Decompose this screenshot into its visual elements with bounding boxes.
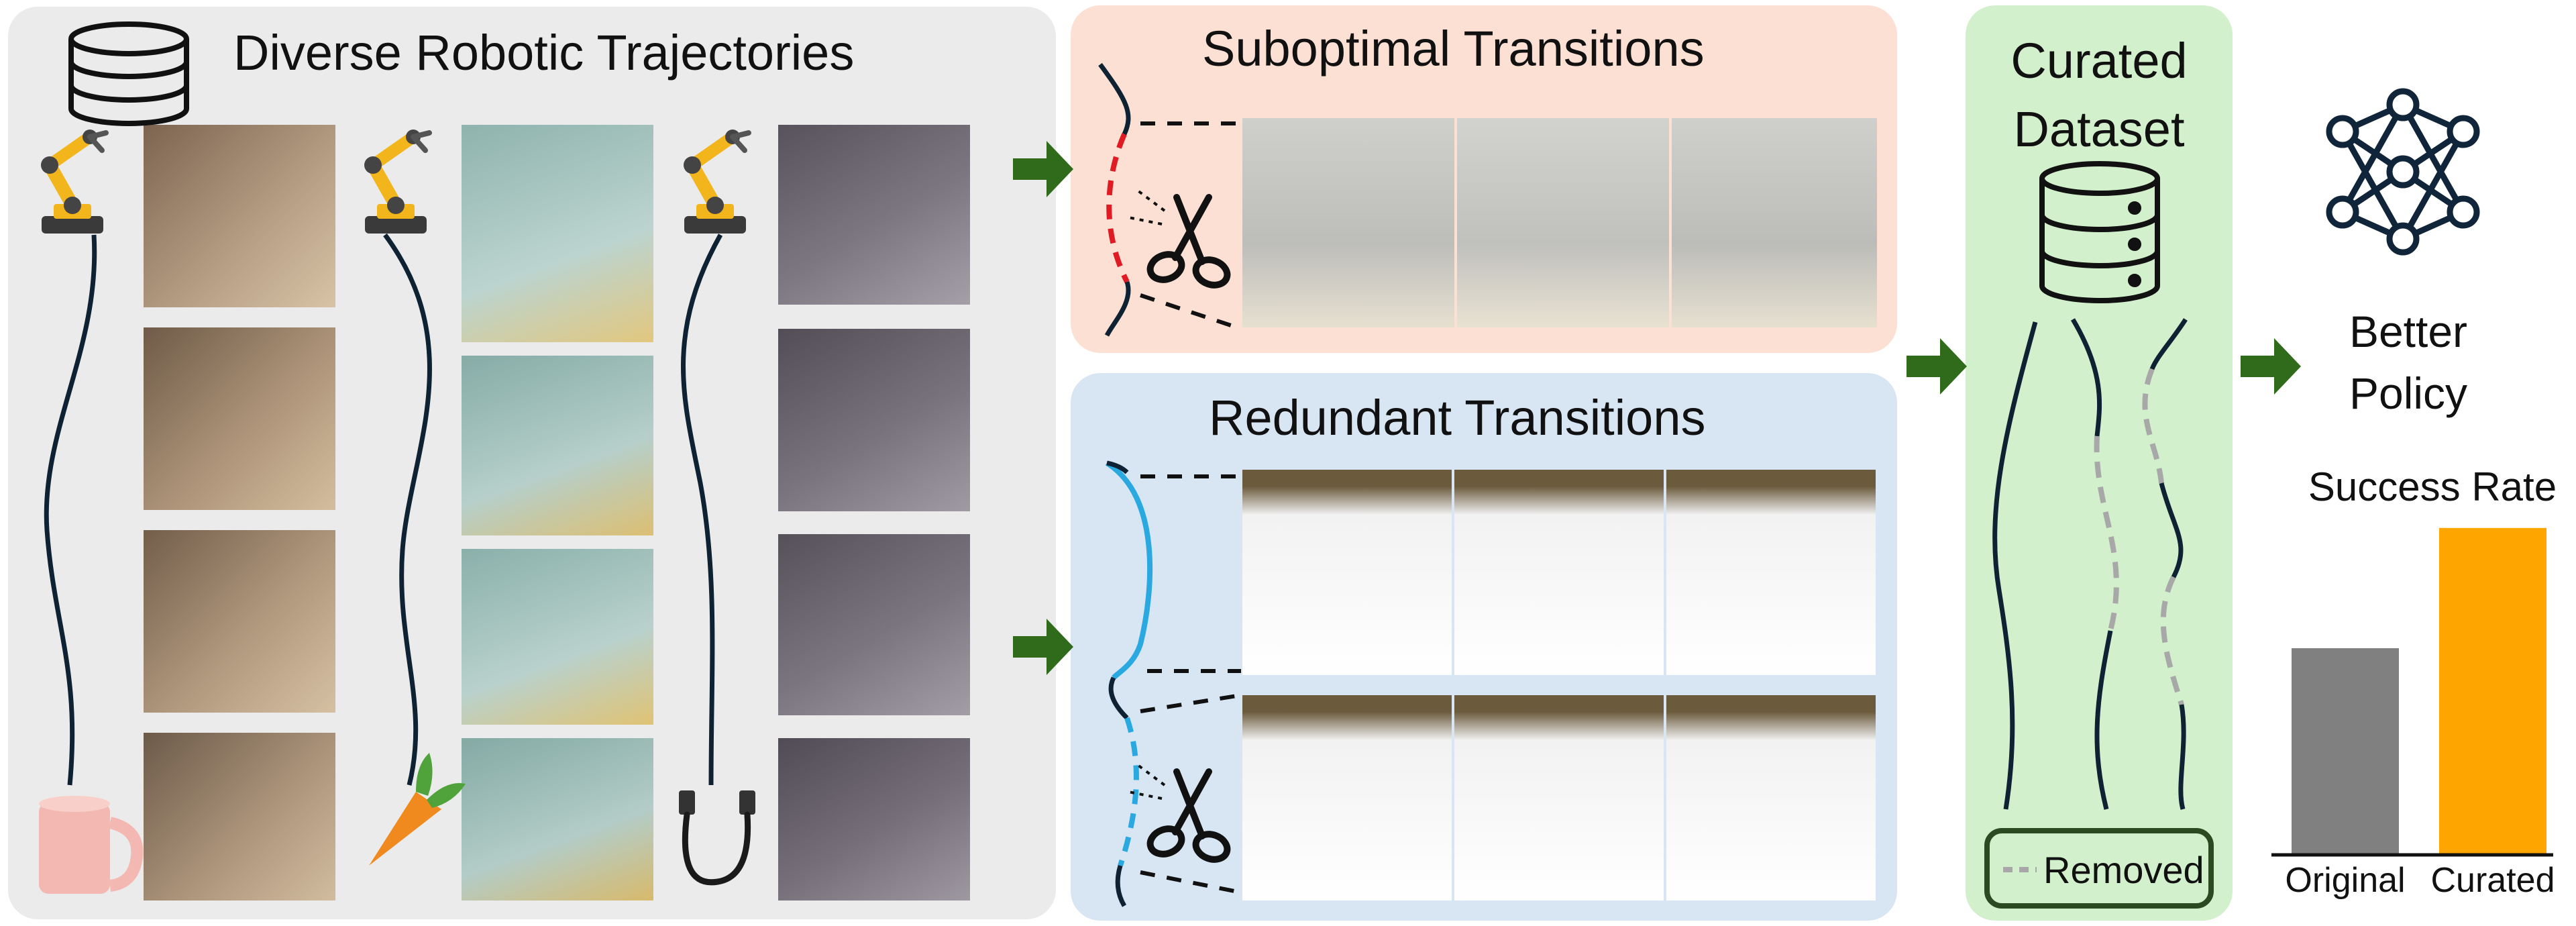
diverse-trajectories-title: Diverse Robotic Trajectories bbox=[233, 25, 855, 81]
curated-dataset-title: Curated Dataset bbox=[1966, 27, 2233, 164]
suboptimal-transitions-title: Suboptimal Transitions bbox=[1202, 21, 1705, 76]
removed-segment bbox=[2142, 368, 2164, 484]
cable-robot-frame bbox=[778, 125, 970, 305]
curated-title-line2: Dataset bbox=[2013, 101, 2185, 158]
bar-curated bbox=[2439, 527, 2546, 855]
removed-legend-box bbox=[1984, 828, 2214, 909]
redundant-frame-bottom-3 bbox=[1666, 695, 1876, 901]
arrow-icon bbox=[1013, 141, 2301, 675]
bar-chart bbox=[2292, 527, 2546, 855]
robot-arm-icon bbox=[364, 130, 429, 234]
redundant-frame-top-1 bbox=[1242, 470, 1452, 675]
curated-trajectory-1 bbox=[1992, 321, 2038, 810]
redundant-transitions-title: Redundant Transitions bbox=[1209, 390, 1706, 446]
better-policy-label: Better Policy bbox=[2308, 301, 2509, 425]
neural-network-icon bbox=[2329, 91, 2477, 252]
usb-cable-icon bbox=[679, 790, 755, 886]
redundant-frame-top-2 bbox=[1454, 470, 1664, 675]
redundant-frame-top-3 bbox=[1666, 470, 1876, 675]
cable-robot-frame bbox=[778, 738, 970, 901]
curated-title-line1: Curated bbox=[2010, 33, 2188, 89]
sink-robot-frame bbox=[462, 125, 653, 342]
redundant-trajectory bbox=[1105, 460, 1153, 680]
sink-robot-frame bbox=[462, 738, 653, 901]
removed-segment bbox=[2094, 435, 2119, 631]
kitchen-robot-frame bbox=[144, 733, 335, 901]
better-policy-line1: Better bbox=[2349, 307, 2468, 356]
curated-trajectory-3 bbox=[2149, 318, 2188, 370]
sink-robot-frame bbox=[462, 356, 653, 535]
mug-icon bbox=[39, 796, 144, 894]
suboptimal-frame-2 bbox=[1457, 118, 1669, 327]
database-icon bbox=[2039, 161, 2160, 303]
cable-robot-frame bbox=[778, 329, 970, 511]
suboptimal-cut-segment bbox=[1106, 133, 1130, 283]
better-policy-line2: Policy bbox=[2349, 368, 2468, 419]
suboptimal-frame-3 bbox=[1672, 118, 1877, 327]
suboptimal-frame-1 bbox=[1242, 118, 1454, 327]
trajectory-line-1 bbox=[44, 234, 97, 786]
sink-robot-frame bbox=[462, 549, 653, 725]
kitchen-robot-frame bbox=[144, 327, 335, 510]
bar-label-curated: Curated bbox=[2430, 861, 2555, 900]
bar-label-original: Original bbox=[2285, 861, 2406, 900]
trajectory-line-3 bbox=[681, 234, 723, 786]
robot-arm-icon bbox=[684, 130, 749, 234]
cable-robot-frame bbox=[778, 534, 970, 715]
suboptimal-trajectory bbox=[1098, 62, 1131, 136]
redundant-frame-bottom-1 bbox=[1242, 695, 1452, 901]
removed-segment bbox=[2160, 576, 2184, 706]
scissors-icon bbox=[1128, 191, 1231, 289]
robot-arm-icon bbox=[41, 130, 106, 234]
removed-legend-label: Removed bbox=[2043, 849, 2204, 891]
bar-original bbox=[2292, 648, 2399, 855]
scissors-icon bbox=[1128, 765, 1231, 864]
carrot-icon bbox=[369, 753, 466, 866]
curated-trajectory-2 bbox=[2070, 318, 2102, 437]
trajectory-line-2 bbox=[383, 233, 432, 786]
redundant-cut-segment bbox=[1118, 717, 1139, 867]
database-icon bbox=[68, 21, 189, 126]
kitchen-robot-frame bbox=[144, 530, 335, 713]
chart-title: Success Rate bbox=[2308, 464, 2557, 509]
redundant-frame-bottom-2 bbox=[1454, 695, 1664, 901]
kitchen-robot-frame bbox=[144, 125, 335, 307]
